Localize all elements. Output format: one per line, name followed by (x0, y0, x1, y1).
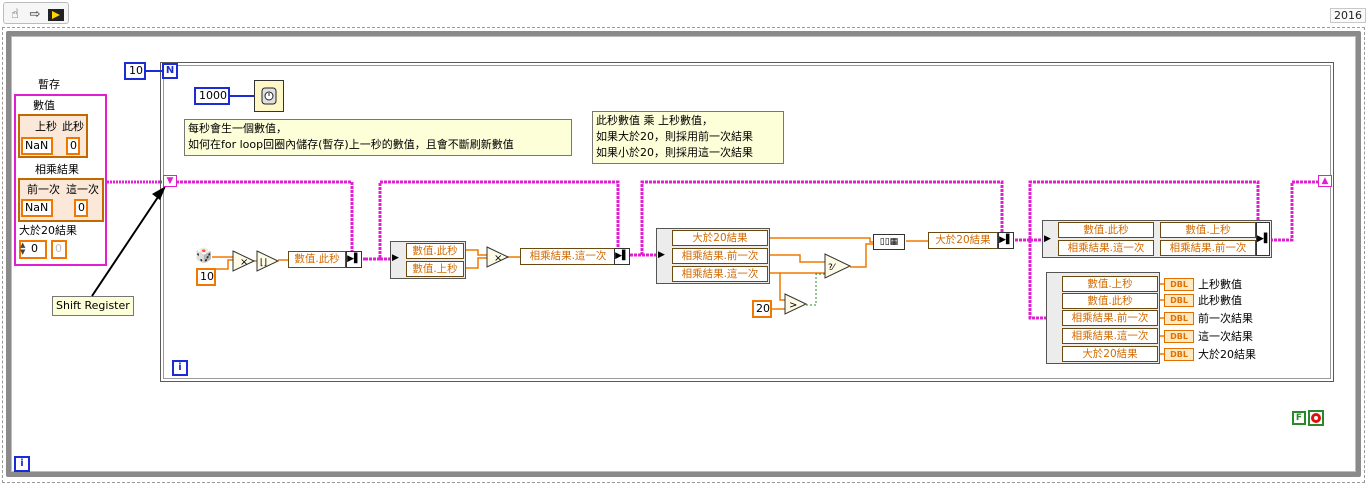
block-diagram-toolbar: ☝ ⇨ 2016 (0, 0, 1370, 26)
numeric-wires (212, 237, 1164, 355)
while-loop-inner (11, 36, 1356, 472)
compare-threshold[interactable]: 20 (752, 300, 772, 318)
cluster-wires (176, 180, 1318, 320)
bundle4-arrow-icon: ▶ (1044, 234, 1051, 244)
bundle3-field[interactable]: 大於20結果 (928, 232, 998, 249)
false-constant[interactable]: F (1292, 411, 1306, 425)
unbundle3-row-2[interactable]: 相乘結果.前一次 (1062, 310, 1158, 326)
indicator-dbl-1[interactable]: DBL (1164, 294, 1194, 307)
gt20-value[interactable]: 0 (51, 240, 67, 259)
storage-cluster-title: 暫存 (38, 78, 60, 91)
unbundle1-row1[interactable]: 數值.此秒 (406, 243, 464, 259)
unbundle1-row2[interactable]: 數值.上秒 (406, 261, 464, 277)
svg-text:×: × (494, 253, 502, 264)
gt20-label: 大於20結果 (19, 224, 77, 237)
multiply-function-2[interactable]: × (486, 246, 510, 268)
index-stepper-icon[interactable]: ▲▼ (20, 241, 26, 256)
bundle1-node[interactable]: ▶▌ (346, 251, 362, 268)
bundle2-field[interactable]: 相乘結果.這一次 (520, 248, 616, 265)
svg-text:?⁄: ?⁄ (828, 263, 837, 273)
wait-function[interactable] (254, 80, 284, 112)
multiply-function-1[interactable]: × (232, 250, 256, 272)
prev-time-value[interactable]: NaN (21, 199, 53, 217)
unbundle2-row1[interactable]: 大於20結果 (672, 230, 768, 246)
callout-arrow (91, 193, 161, 297)
this-sec-label: 此秒 (62, 120, 84, 133)
svg-text:⌊⌋: ⌊⌋ (260, 257, 267, 268)
iteration-terminal: i (172, 360, 188, 376)
indicator-label-4: 大於20結果 (1198, 348, 1256, 361)
run-icon[interactable] (46, 7, 66, 23)
note-description: 每秒會生一個數值， 如何在for loop回圈內儲存(暫存)上一秒的數值，且會不… (184, 119, 572, 156)
indicator-label-2: 前一次結果 (1198, 312, 1253, 325)
wait-ms-constant[interactable]: 1000 (194, 87, 230, 105)
svg-text:×: × (240, 257, 248, 268)
shift-register-callout: Shift Register (52, 296, 134, 316)
hand-icon[interactable]: ☝ (11, 7, 19, 22)
prev-time-label: 前一次 (27, 183, 60, 196)
bundle4-row2-in[interactable]: 相乘結果.這一次 (1058, 240, 1154, 256)
stop-icon (1311, 413, 1321, 423)
note-logic: 此秒數值 乘 上秒數值， 如果大於20，則採用前一次結果 如果小於20，則採用這… (592, 111, 784, 164)
prev-sec-label: 上秒 (35, 120, 57, 133)
build-array-icon[interactable]: ▯▯▦ (873, 234, 905, 250)
for-loop-inner (163, 65, 1331, 379)
dice-icon[interactable]: 🎲 (195, 248, 213, 264)
greater-than-function[interactable]: > (784, 293, 808, 315)
round-function[interactable]: ⌊⌋ (256, 250, 280, 272)
loop-count-constant[interactable]: 10 (124, 62, 146, 80)
boolean-wire (806, 273, 828, 306)
callout-arrow-head (152, 186, 166, 200)
unbundle2-row3[interactable]: 相乘結果.這一次 (672, 266, 768, 282)
shift-register-right[interactable]: ▲ (1318, 175, 1332, 187)
this-time-label: 這一次 (66, 183, 99, 196)
gt20-index[interactable]: 0 (19, 240, 47, 259)
indicator-dbl-3[interactable]: DBL (1164, 330, 1194, 343)
unbundle3-row-1[interactable]: 數值.此秒 (1062, 293, 1158, 309)
indicator-label-1: 此秒數值 (1198, 294, 1242, 307)
unbundle3-row-4[interactable]: 大於20結果 (1062, 346, 1158, 362)
bundle2-node[interactable]: ▶▌ (614, 248, 630, 265)
stop-terminal[interactable] (1308, 410, 1324, 426)
unbundle1-arrow-icon: ▶ (392, 253, 399, 263)
labview-version: 2016 (1330, 8, 1366, 23)
unbundle3-row-3[interactable]: 相乘結果.這一次 (1062, 328, 1158, 344)
svg-text:>: > (789, 300, 797, 311)
bundle4-row2-out[interactable]: 相乘結果.前一次 (1160, 240, 1256, 256)
wait-icon (261, 87, 277, 105)
unbundle2-row2[interactable]: 相乘結果.前一次 (672, 248, 768, 264)
shift-register-left[interactable]: ▼ (163, 175, 177, 187)
this-sec-value[interactable]: 0 (66, 137, 80, 155)
indicator-label-3: 這一次結果 (1198, 330, 1253, 343)
indicator-dbl-2[interactable]: DBL (1164, 312, 1194, 325)
note2-line1: 此秒數值 乘 上秒數值， (596, 114, 713, 127)
note1-line1: 每秒會生一個數值， (188, 122, 287, 135)
diagram-border (2, 27, 1365, 483)
note1-line2: 如何在for loop回圈內儲存(暫存)上一秒的數值，且會不斷刷新數值 (188, 138, 514, 151)
this-time-value[interactable]: 0 (74, 199, 88, 217)
arrow-right-icon[interactable]: ⇨ (29, 7, 41, 22)
while-loop[interactable] (6, 31, 1361, 477)
indicator-label-0: 上秒數值 (1198, 278, 1242, 291)
random-multiplier[interactable]: 10 (196, 268, 216, 286)
unbundle2-arrow-icon: ▶ (658, 250, 665, 260)
product-label: 相乘結果 (35, 163, 79, 176)
prev-sec-value[interactable]: NaN (21, 137, 53, 155)
note2-line3: 如果小於20，則採用這一次結果 (596, 146, 753, 159)
bundle4-row1-in[interactable]: 數值.此秒 (1058, 222, 1154, 238)
note2-line2: 如果大於20，則採用前一次結果 (596, 130, 753, 143)
select-function[interactable]: ?⁄ (824, 253, 852, 279)
bundle1-field[interactable]: 數值.此秒 (288, 251, 346, 268)
unbundle3-row-0[interactable]: 數值.上秒 (1062, 276, 1158, 292)
values-label: 數值 (33, 99, 55, 112)
outer-iteration-terminal: i (14, 456, 30, 472)
count-terminal: N (162, 63, 178, 79)
indicator-dbl-0[interactable]: DBL (1164, 278, 1194, 291)
bundle4-row1-out[interactable]: 數值.上秒 (1160, 222, 1256, 238)
tool-palette: ☝ ⇨ (3, 2, 69, 24)
indicator-dbl-4[interactable]: DBL (1164, 348, 1194, 361)
bundle4-node[interactable]: ▶▌ (1256, 222, 1271, 256)
bundle3-node[interactable]: ▶▌ (998, 232, 1014, 249)
